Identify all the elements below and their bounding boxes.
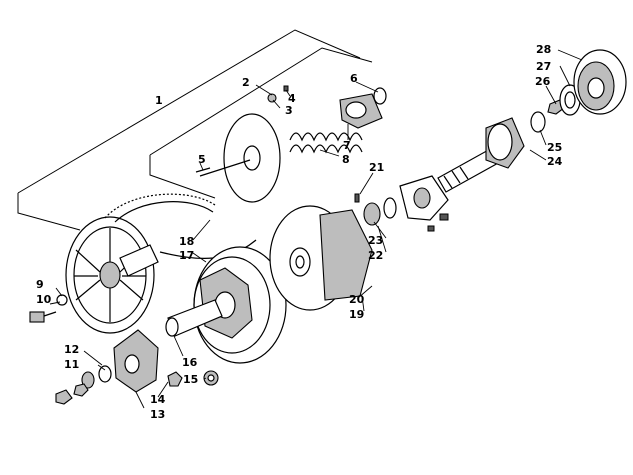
callout-9: 9 bbox=[36, 278, 44, 291]
callout-14: 14 bbox=[150, 393, 166, 406]
callout-20: 20 bbox=[349, 293, 365, 306]
callout-8: 8 bbox=[342, 153, 350, 166]
part-nut-14-15 bbox=[167, 370, 219, 387]
part-output-shaft bbox=[437, 117, 525, 193]
callout-10: 10 bbox=[36, 293, 52, 306]
callout-12: 12 bbox=[64, 343, 79, 356]
callout-19: 19 bbox=[349, 308, 364, 321]
part-clutch-hub bbox=[399, 175, 449, 232]
part-cam bbox=[339, 93, 383, 129]
assembly-bracket-2 bbox=[149, 47, 373, 199]
callout-24: 24 bbox=[547, 155, 563, 168]
callout-2: 2 bbox=[242, 76, 250, 89]
part-drum-28 bbox=[573, 49, 627, 115]
callout-21: 21 bbox=[369, 161, 384, 174]
part-fixed-sheave bbox=[269, 205, 373, 311]
callout-1: 1 bbox=[155, 94, 163, 107]
callout-25: 25 bbox=[547, 141, 562, 154]
callout-6: 6 bbox=[350, 72, 358, 85]
part-bearing bbox=[363, 197, 397, 226]
callout-18: 18 bbox=[179, 235, 194, 248]
callout-11: 11 bbox=[64, 358, 79, 371]
part-button-3-4 bbox=[267, 85, 289, 103]
part-movable-sheave bbox=[199, 113, 281, 203]
callout-5: 5 bbox=[198, 153, 206, 166]
part-driven-sheave bbox=[65, 216, 159, 334]
callout-26: 26 bbox=[535, 75, 551, 88]
callout-4: 4 bbox=[288, 92, 296, 105]
callout-22: 22 bbox=[368, 249, 383, 262]
callout-15: 15 bbox=[183, 373, 198, 386]
callout-16: 16 bbox=[182, 356, 198, 369]
callout-7: 7 bbox=[343, 139, 351, 152]
callout-3: 3 bbox=[285, 104, 293, 117]
part-snap-ring-6 bbox=[373, 87, 387, 105]
callout-17: 17 bbox=[179, 249, 194, 262]
callout-28: 28 bbox=[536, 43, 551, 56]
callout-23: 23 bbox=[368, 234, 383, 247]
part-pin-21 bbox=[354, 193, 360, 203]
callout-labels: 1 2 3 4 5 6 7 8 9 10 11 12 13 14 15 16 1… bbox=[36, 43, 563, 421]
leader-lines bbox=[49, 49, 583, 409]
part-nuts bbox=[55, 383, 89, 405]
part-spring bbox=[289, 132, 363, 154]
part-weight-assembly bbox=[81, 329, 159, 393]
part-post-16 bbox=[165, 299, 223, 337]
part-drive-clutch bbox=[193, 246, 287, 364]
part-ring-25 bbox=[530, 111, 546, 133]
callout-27: 27 bbox=[536, 60, 551, 73]
callout-13: 13 bbox=[150, 408, 165, 421]
assembly-bracket-1 bbox=[17, 29, 361, 231]
